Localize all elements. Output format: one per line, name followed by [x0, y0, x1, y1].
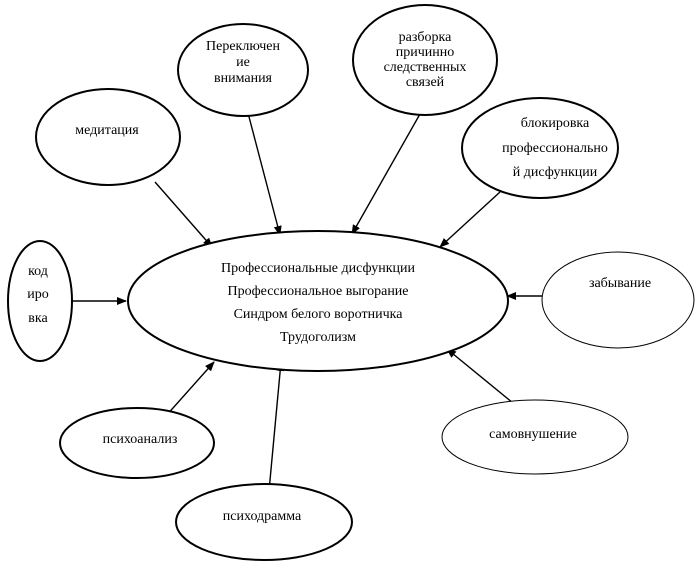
node-attention-switch-line-1: Переключен [206, 39, 281, 54]
node-coding: код иро вка [7, 240, 73, 362]
node-coding-line-1: код [28, 264, 48, 279]
node-blocking-line-2: профессионально [502, 141, 608, 156]
node-coding-line-2: иро [27, 287, 49, 302]
arrow-blocking [439, 191, 501, 248]
node-forgetting: забывание [541, 251, 695, 349]
node-forgetting-label: забывание [589, 276, 651, 291]
arrow-cause-effect [351, 113, 421, 235]
center-line-2: Профессиональное выгорание [227, 284, 408, 299]
node-psychodrama-label: психодрамма [223, 509, 302, 524]
arrow-meditation [154, 181, 213, 248]
node-blocking-line-3: й дисфункции [513, 165, 598, 180]
node-psychoanalysis-label: психоанализ [103, 432, 178, 447]
node-attention-switch-line-2: ие [236, 55, 250, 70]
center-line-3: Синдром белого воротничка [234, 307, 404, 322]
center-node: Профессиональные дисфункции Профессионал… [127, 230, 509, 372]
arrow-psychoanalysis [164, 361, 215, 418]
center-line-1: Профессиональные дисфункции [221, 261, 415, 276]
node-cause-effect-line-3: следственных [384, 60, 467, 75]
center-line-4: Трудоголизм [280, 330, 356, 345]
node-cause-effect: разборка причинно следственных связей [352, 4, 498, 116]
node-attention-switch: Переключен ие внимания [177, 23, 309, 117]
node-psychoanalysis: психоанализ [59, 407, 215, 479]
arrow-attention-switch [247, 112, 282, 236]
node-blocking-line-1: блокировка [521, 116, 590, 131]
node-blocking: блокировка профессионально й дисфункции [461, 97, 619, 199]
node-meditation: медитация [35, 88, 181, 186]
node-cause-effect-line-1: разборка [399, 30, 452, 45]
node-meditation-label: медитация [75, 123, 139, 138]
node-cause-effect-line-4: связей [406, 75, 445, 90]
node-self-suggestion: самовнушение [441, 399, 629, 475]
node-psychodrama: психодрамма [175, 483, 353, 561]
arrow-psychodrama [268, 361, 285, 492]
node-cause-effect-line-2: причинно [396, 45, 455, 60]
node-self-suggestion-label: самовнушение [489, 427, 577, 442]
node-attention-switch-line-3: внимания [214, 71, 273, 86]
node-coding-line-3: вка [28, 311, 48, 326]
